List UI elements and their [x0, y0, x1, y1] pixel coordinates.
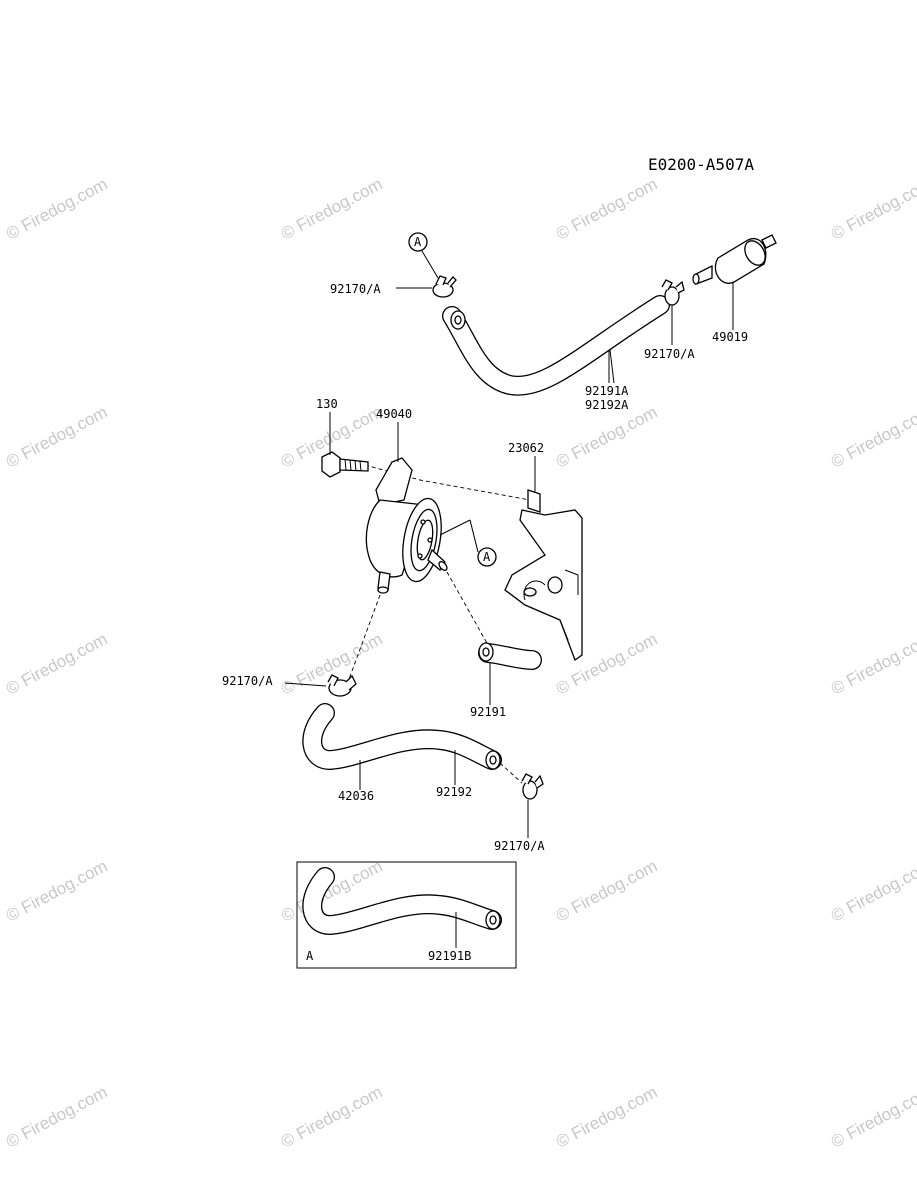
- lower-hose-assembly: [302, 703, 544, 838]
- watermark: © Firedog.com: [828, 174, 917, 243]
- label-hose-top-2: 92192A: [585, 398, 629, 412]
- hose-92191: [478, 642, 542, 670]
- label-bracket: 23062: [508, 441, 544, 455]
- clamp-92170a-mid-left: [327, 674, 357, 697]
- label-filter: 49019: [712, 330, 748, 344]
- callout-letter: A: [414, 235, 422, 249]
- clamp-92170a-top-right: [661, 279, 685, 306]
- watermark: © Firedog.com: [3, 856, 111, 925]
- upper-hose-assembly: A: [396, 232, 777, 396]
- callout-letter: A: [483, 550, 491, 564]
- label-clamp-bottom: 92170/A: [494, 839, 545, 853]
- inset-tag: A: [306, 949, 314, 963]
- watermark: © Firedog.com: [553, 402, 661, 471]
- bracket-23062: [504, 489, 583, 662]
- watermark: © Firedog.com: [828, 629, 917, 698]
- fuel-filter-49019: [692, 234, 777, 285]
- watermark: © Firedog.com: [828, 1082, 917, 1151]
- watermark: © Firedog.com: [3, 629, 111, 698]
- label-pump: 49040: [376, 407, 412, 421]
- watermark: © Firedog.com: [3, 1082, 111, 1151]
- inset-box-a: A 92191B: [296, 861, 517, 969]
- watermark: © Firedog.com: [278, 1082, 386, 1151]
- clamp-92170a-bottom: [521, 773, 544, 800]
- diagram-reference-code: E0200-A507A: [648, 155, 754, 174]
- fuel-pump-group: A: [284, 412, 583, 705]
- label-clamp-mid-left: 92170/A: [222, 674, 273, 688]
- watermark: © Firedog.com: [553, 1082, 661, 1151]
- watermark: © Firedog.com: [553, 174, 661, 243]
- fuel-pump-49040: [365, 457, 448, 594]
- callout-circle: [408, 232, 428, 252]
- bolt-130: [321, 451, 369, 478]
- label-bolt: 130: [316, 397, 338, 411]
- watermark: © Firedog.com: [828, 402, 917, 471]
- watermark: © Firedog.com: [3, 402, 111, 471]
- label-hose-long: 42036: [338, 789, 374, 803]
- label-clamp-top-left: 92170/A: [330, 282, 381, 296]
- label-hose-inset: 92191B: [428, 949, 471, 963]
- label-clamp-top-right: 92170/A: [644, 347, 695, 361]
- watermark: © Firedog.com: [278, 174, 386, 243]
- callout-circle: [477, 547, 497, 567]
- label-hose-short: 92191: [470, 705, 506, 719]
- watermark: © Firedog.com: [3, 174, 111, 243]
- watermark: © Firedog.com: [828, 856, 917, 925]
- clamp-92170a-top-left: [432, 275, 457, 298]
- label-hose-top-1: 92191A: [585, 384, 629, 398]
- watermark: © Firedog.com: [553, 856, 661, 925]
- label-hose-mid: 92192: [436, 785, 472, 799]
